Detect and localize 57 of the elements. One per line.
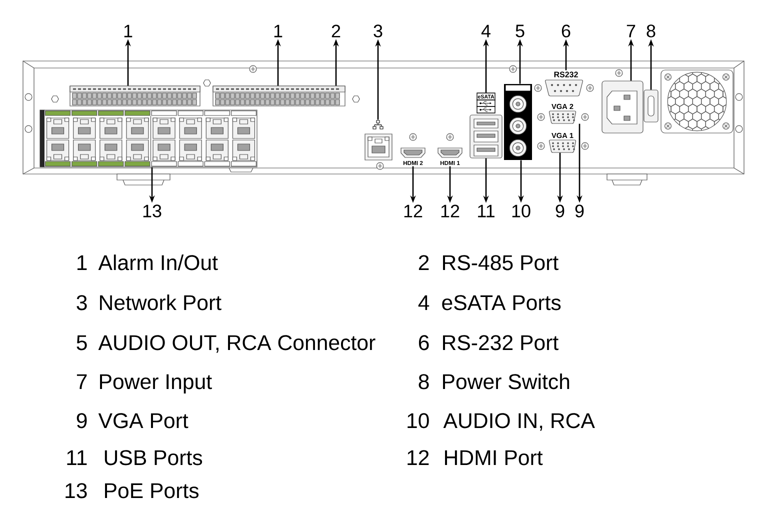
part-name: AUDIO IN, RCA [443, 413, 595, 431]
callout-number: 10 [512, 204, 530, 218]
port-label: RS232 [554, 72, 578, 78]
callout-number: 5 [516, 24, 524, 38]
list-number: 7 [76, 374, 87, 389]
part-name: VGA Port [98, 413, 188, 428]
list-number: 8 [418, 374, 429, 390]
vga-connector [548, 132, 576, 153]
part-name: RS-485 Port [443, 255, 558, 270]
hdmi-port [438, 148, 462, 166]
part-name: Alarm In/Out [98, 254, 218, 270]
part-name: eSATA Ports [442, 295, 561, 310]
terminal-block [70, 86, 200, 106]
db9-connector [534, 72, 594, 96]
power-inlet [602, 80, 644, 134]
list-number: 2 [418, 255, 429, 270]
callout-number: 1 [124, 24, 132, 38]
part-name: Power Input [100, 374, 212, 394]
list-number: 3 [76, 295, 87, 310]
power-switch [644, 90, 658, 122]
part-name: USB Ports [104, 450, 202, 466]
part-name: PoE Ports [105, 483, 199, 498]
part-name: HDMI Port [445, 450, 543, 466]
part-name: AUDIO OUT, RCA Connector [98, 335, 376, 353]
rca-jack-panel [504, 84, 532, 160]
callout-number: 11 [478, 204, 494, 218]
list-number: 5 [76, 335, 87, 350]
hdmi-port [400, 148, 426, 166]
callout-number: 6 [562, 24, 570, 38]
callout-number: 4 [481, 24, 490, 38]
list-number: 9 [76, 413, 87, 428]
callout-number: 7 [626, 24, 636, 38]
callout-number: 1 [274, 24, 282, 38]
terminal-block [212, 86, 346, 106]
list-number: 1 [78, 255, 87, 270]
list-number: 12 [408, 450, 429, 465]
list-number: 10 [408, 413, 429, 428]
callout-number: 8 [646, 24, 656, 38]
callout-number: 9 [575, 204, 584, 218]
list-number: 11 [67, 450, 87, 465]
label-plate [476, 92, 496, 114]
network-port [364, 120, 392, 160]
list-number: 13 [66, 483, 87, 498]
part-name: RS-232 Port [443, 335, 558, 350]
callout-number: 3 [374, 24, 382, 38]
callout-number: 12 [441, 204, 460, 218]
part-name: Network Port [100, 294, 222, 310]
callout-number: 12 [404, 204, 422, 218]
usb-port-stack [470, 114, 502, 158]
list-number: 6 [418, 335, 429, 350]
vga-connector [548, 104, 576, 124]
poe-port-block [40, 110, 258, 168]
callout-number: 9 [556, 204, 564, 218]
callout-number: 13 [143, 204, 162, 218]
part-name: Power Switch [443, 374, 570, 390]
callout-number: 2 [332, 24, 340, 38]
list-number: 4 [418, 295, 430, 310]
